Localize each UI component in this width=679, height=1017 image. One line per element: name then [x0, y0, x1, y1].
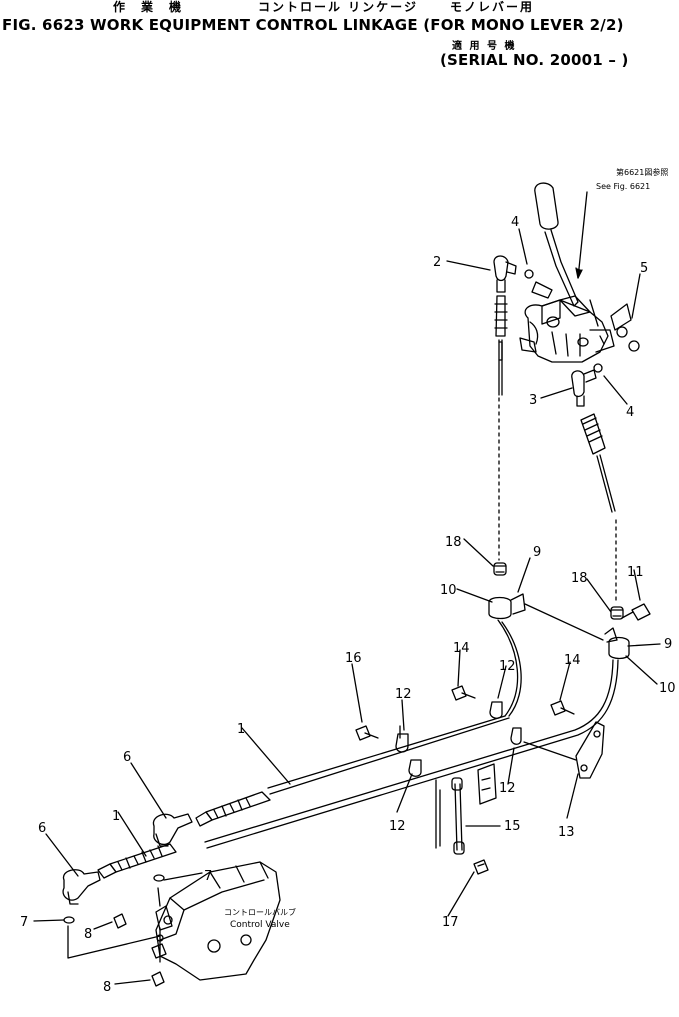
callout-14-left: 14 [453, 641, 470, 656]
callout-9-left: 9 [533, 545, 541, 560]
part-13-bracket [575, 721, 605, 779]
callout-16: 16 [345, 651, 362, 666]
figure-title: FIG. 6623 WORK EQUIPMENT CONTROL LINKAGE… [2, 16, 624, 34]
part-14-bolt-left [451, 685, 467, 701]
cable-1-fitting-lower [109, 843, 177, 873]
part-3-ball-joint [571, 370, 585, 398]
callout-17: 17 [442, 915, 459, 930]
part-9-bracket-left [510, 593, 526, 615]
part-17-nut [473, 859, 489, 875]
cable-lower-curve [204, 659, 614, 843]
callout-10-left: 10 [440, 583, 457, 598]
part-18-nut-left [493, 562, 507, 576]
part-12-clamp-a [395, 733, 409, 753]
cable-1-fitting-upper [205, 791, 271, 821]
serial-number: (SERIAL NO. 20001 – ) [440, 51, 629, 69]
callout-5: 5 [640, 261, 648, 276]
header-jp-serial-label: 適 用 号 機 [452, 41, 517, 52]
callout-15: 15 [504, 819, 521, 834]
part-12-clamp-d [408, 759, 422, 777]
part-6-ball-joint-lower [62, 869, 101, 901]
callout-10-right: 10 [659, 681, 676, 696]
header-jp-control-linkage: コントロール リンケージ [258, 0, 418, 14]
part-7-washer-lower [63, 916, 75, 924]
part-8-nut-lower [151, 971, 165, 987]
part-5-nut [616, 326, 628, 338]
callout-3: 3 [529, 393, 537, 408]
control-valve-jp-label: コントロールバルブ [224, 907, 296, 917]
control-valve-label: Control Valve [230, 920, 290, 930]
callout-12-d: 12 [389, 819, 406, 834]
callout-2: 2 [433, 255, 441, 270]
callout-8-lower: 8 [103, 980, 111, 995]
part-14-bolt-right [550, 700, 566, 716]
part-4-washer-lower [593, 363, 603, 373]
callout-12-a: 12 [395, 687, 412, 702]
part-12-clamp-b [489, 701, 503, 719]
part-10-cable-clamp-left [488, 596, 512, 620]
callout-13: 13 [558, 825, 575, 840]
cable-end-fitting-upper [495, 295, 506, 337]
cable-upper-curve [497, 619, 519, 717]
part-11-bolt [631, 603, 651, 621]
callout-12-c: 12 [499, 781, 516, 796]
callout-6-upper: 6 [123, 750, 131, 765]
callout-1-lower: 1 [112, 809, 120, 824]
part-7-washer-upper [153, 874, 165, 882]
callout-4-upper: 4 [511, 215, 519, 230]
callout-1-upper: 1 [237, 722, 245, 737]
part-4-washer-upper [524, 269, 534, 279]
callout-6-lower: 6 [38, 821, 46, 836]
part-15-plate [477, 763, 497, 805]
part-8-nut-upper [113, 913, 127, 929]
part-12-clamp-c [510, 727, 522, 745]
callout-8-upper: 8 [84, 927, 92, 942]
header-jp-work-equipment: 作 業 機 [113, 0, 184, 14]
callout-4-lower: 4 [626, 405, 634, 420]
cable-end-fitting-lower [580, 413, 606, 455]
part-2-ball-joint [493, 255, 509, 282]
mono-lever-assembly [519, 182, 615, 363]
see-fig-jp-note: 第6621図参照 [616, 167, 668, 177]
callout-14-right: 14 [564, 653, 581, 668]
callout-7-upper: 7 [204, 869, 212, 884]
header-jp-mono-lever: モノレバー用 [450, 0, 535, 14]
part-18-nut-right [610, 606, 624, 620]
callout-9-right: 9 [664, 637, 672, 652]
see-fig-note: See Fig. 6621 [596, 182, 650, 191]
part-6-ball-joint-upper [152, 813, 193, 846]
callout-18-right: 18 [571, 571, 588, 586]
callout-12-b: 12 [499, 659, 516, 674]
part-16-bolt [355, 725, 371, 741]
part-5-bracket [610, 303, 632, 331]
callout-11: 11 [627, 565, 644, 580]
callout-7-lower: 7 [20, 915, 28, 930]
callout-18-left: 18 [445, 535, 462, 550]
leader-see-fig [577, 191, 588, 279]
part-9-bracket-right [604, 627, 618, 643]
part-10-cable-clamp-right [608, 636, 630, 660]
